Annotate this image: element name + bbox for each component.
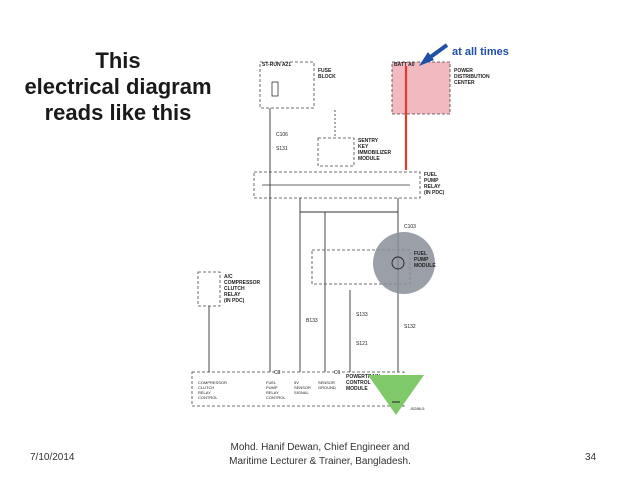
b133-label: B133 (306, 318, 318, 324)
batt-label: BATT A0 (394, 62, 415, 68)
s121-label: S121 (356, 341, 368, 347)
fuse-block-box (259, 61, 315, 109)
pdc-highlight (391, 61, 451, 115)
pcm-c1: C1 (334, 370, 341, 376)
slide-title: This electrical diagram reads like this (18, 48, 218, 126)
title-line-1: This (95, 48, 141, 73)
title-line-3: reads like this (44, 100, 192, 125)
slide-date: 7/10/2014 (30, 452, 75, 463)
callout-text: at all times (452, 46, 509, 58)
s133-label: S133 (356, 312, 368, 318)
ground-highlight (368, 375, 424, 415)
presenter-line-1: Mohd. Hanif Dewan, Chief Engineer and (230, 442, 410, 453)
callout-arrowhead (419, 52, 434, 66)
c103-label: C103 (404, 224, 416, 230)
st-run-label: ST-RUN A21 (262, 62, 291, 68)
sentry-box (317, 137, 355, 167)
ac-relay-box (197, 271, 221, 307)
s132-label: S132 (404, 324, 416, 330)
fuse-symbol (271, 81, 279, 97)
pcm-box (191, 371, 405, 407)
presenter-credit: Mohd. Hanif Dewan, Chief Engineer and Ma… (180, 441, 460, 469)
slide-page-number: 34 (585, 452, 597, 463)
fuel-relay-box (253, 171, 421, 199)
pcm-c3: C3 (274, 370, 281, 376)
c106-label: C106 (276, 132, 288, 138)
fuel-pump-motor (391, 256, 405, 270)
s131-label: S131 (276, 146, 288, 152)
title-line-2: electrical diagram (24, 74, 212, 99)
presenter-line-2: Maritime Lecturer & Trainer, Bangladesh. (229, 456, 411, 467)
diagram-code: J0286-5 (410, 406, 425, 411)
